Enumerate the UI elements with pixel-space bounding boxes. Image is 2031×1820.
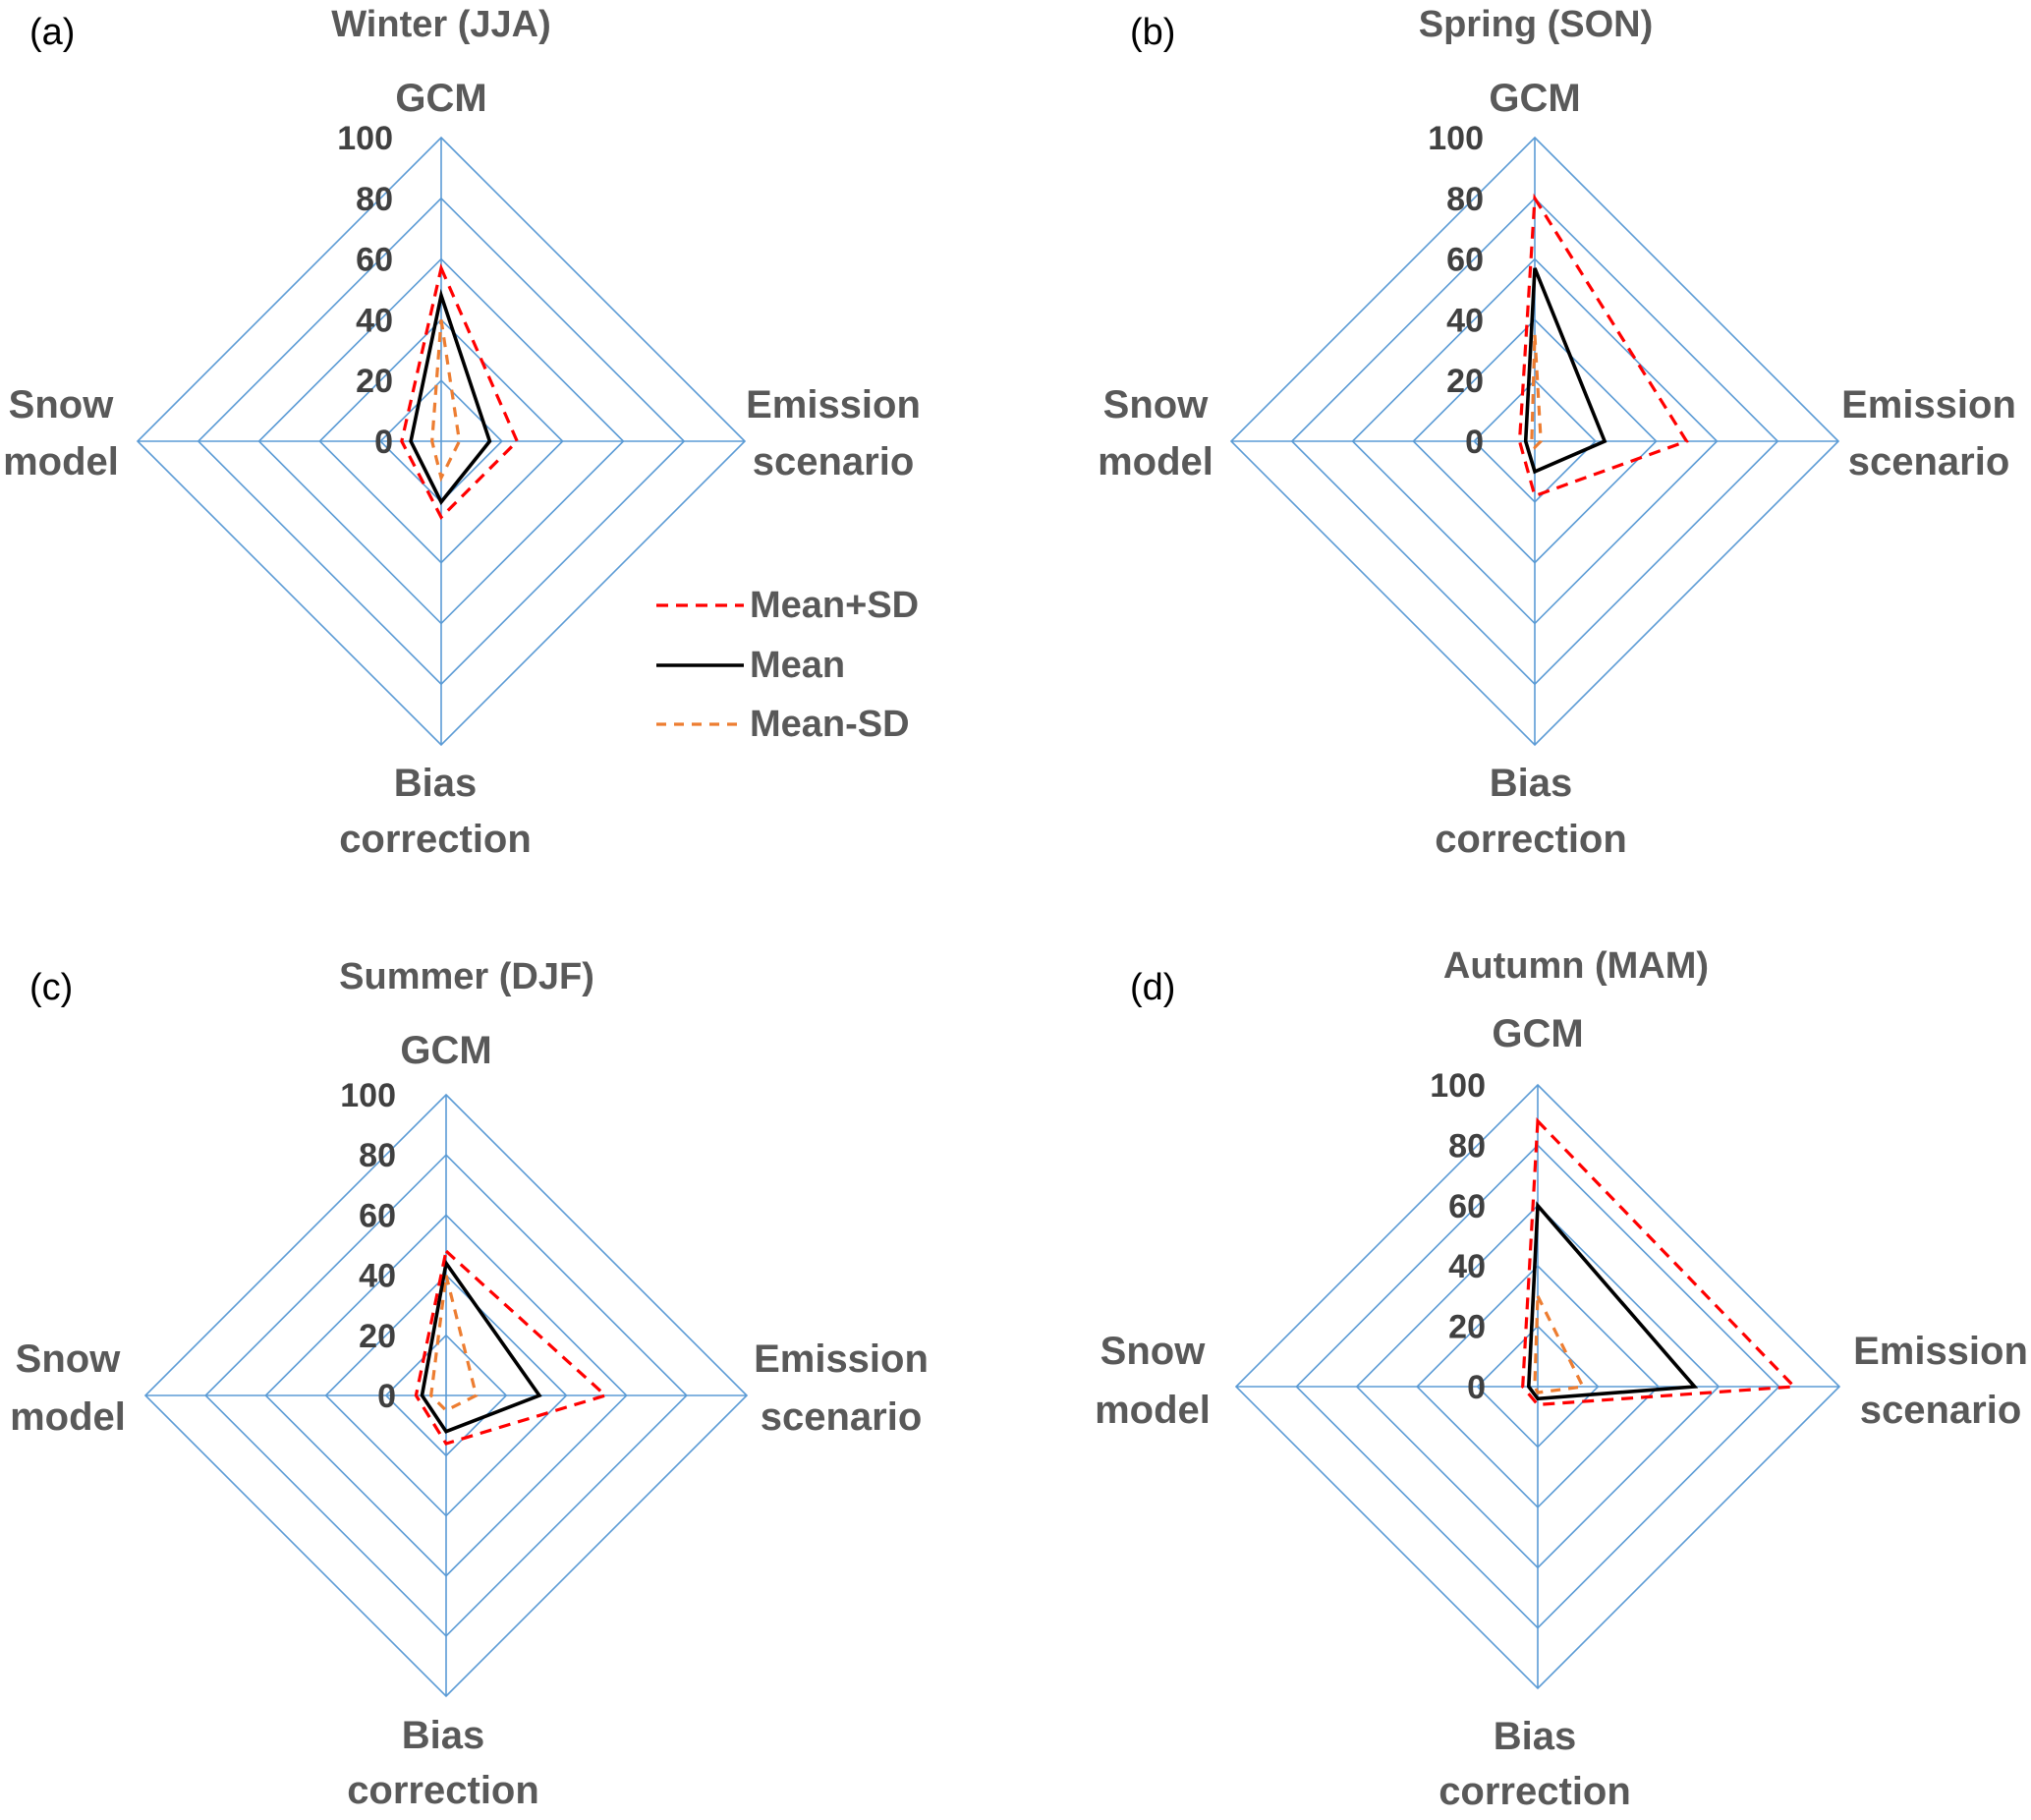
axis-label-bias-correction: Bias correction (1439, 1715, 1631, 1813)
axis-label-snow-model-line2: model (1098, 440, 1213, 483)
tick-label: 60 (1446, 242, 1484, 279)
tick-label: 0 (1467, 1369, 1486, 1406)
axis-label-emission-scenario-line2: scenario (753, 440, 915, 483)
tick-label: 40 (1446, 302, 1484, 339)
axis-label-bias-correction-line2: correction (1435, 818, 1627, 861)
series-mean (409, 288, 492, 506)
series-mean-sd (1517, 193, 1689, 498)
tick-label: 20 (356, 363, 393, 400)
tick-label: 20 (359, 1318, 396, 1355)
axis-label-gcm: GCM (400, 1029, 491, 1072)
axis-label-emission-scenario: Emission scenario (754, 1337, 929, 1439)
axis-label-snow-model: Snow model (3, 383, 119, 483)
axis-label-snow-model-line2: model (1095, 1389, 1211, 1432)
axis-label-bias-correction-line2: correction (339, 818, 532, 861)
axis-label-snow-model: Snow model (10, 1337, 126, 1439)
axis-label-emission-scenario: Emission scenario (1853, 1330, 2028, 1432)
legend-label: Mean+SD (750, 585, 919, 626)
tick-label: 80 (356, 181, 393, 218)
tick-label: 60 (1448, 1188, 1486, 1225)
axis-label-bias-correction-line1: Bias (394, 762, 478, 805)
series-mean-sd (400, 262, 520, 520)
tick-label: 20 (1446, 363, 1484, 400)
tick-label: 0 (1465, 424, 1484, 461)
tick-label: 80 (1446, 181, 1484, 218)
axis-label-emission-scenario-line2: scenario (1860, 1389, 2022, 1432)
panel-letter: (d) (1130, 967, 1175, 1008)
series-mean-sd (414, 1248, 609, 1446)
axis-label-bias-correction-line1: Bias (1494, 1715, 1577, 1758)
axis-label-gcm: GCM (1492, 1012, 1583, 1055)
tick-label: 60 (359, 1197, 396, 1234)
axis-label-bias-correction: Bias correction (347, 1714, 539, 1812)
panel-letter: (a) (29, 12, 75, 53)
panel-title: Autumn (MAM) (1443, 945, 1709, 987)
series-mean (1523, 267, 1608, 475)
axis-label-emission-scenario: Emission scenario (746, 383, 921, 483)
axis-label-snow-model-line1: Snow (1100, 1330, 1207, 1373)
axis-label-emission-scenario-line1: Emission (754, 1337, 929, 1381)
axis-label-emission-scenario-line2: scenario (761, 1395, 923, 1439)
panel-letter: (c) (29, 967, 73, 1008)
legend-label: Mean (750, 645, 845, 686)
panel-title: Summer (DJF) (339, 956, 594, 997)
series-mean-sd (430, 319, 462, 483)
series-mean-sd (1530, 334, 1543, 450)
axis-label-emission-scenario-line1: Emission (1841, 383, 2016, 427)
panel-title: Winter (JJA) (331, 4, 550, 45)
axis-label-snow-model: Snow model (1095, 1330, 1211, 1432)
axis-label-emission-scenario: Emission scenario (1841, 383, 2016, 483)
tick-label: 0 (377, 1378, 396, 1415)
tick-label: 100 (337, 120, 393, 157)
tick-label: 40 (359, 1258, 396, 1295)
legend-label: Mean-SD (750, 704, 910, 745)
series-mean (1526, 1201, 1699, 1401)
axis-label-emission-scenario-line1: Emission (746, 383, 921, 427)
tick-label: 40 (1448, 1248, 1486, 1285)
axis-label-snow-model-line2: model (3, 440, 119, 483)
tick-label: 80 (1448, 1127, 1486, 1165)
axis-label-snow-model-line1: Snow (1103, 383, 1210, 427)
tick-label: 60 (356, 242, 393, 279)
panel-title: Spring (SON) (1419, 4, 1654, 45)
tick-label: 100 (1430, 1067, 1486, 1105)
axis-label-gcm: GCM (1489, 77, 1580, 120)
axis-label-bias-correction-line2: correction (347, 1769, 539, 1812)
series-mean-sd (429, 1275, 479, 1413)
series-mean-sd (1533, 1295, 1586, 1394)
axis-label-gcm: GCM (395, 77, 486, 120)
axis-label-snow-model-line1: Snow (16, 1337, 122, 1381)
axis-label-bias-correction: Bias correction (339, 762, 532, 861)
axis-label-bias-correction-line2: correction (1439, 1770, 1631, 1813)
axis-label-snow-model: Snow model (1098, 383, 1213, 483)
axis-label-snow-model-line2: model (10, 1395, 126, 1439)
tick-label: 0 (374, 424, 393, 461)
tick-label: 20 (1448, 1309, 1486, 1346)
axis-label-emission-scenario-line2: scenario (1848, 440, 2010, 483)
tick-label: 40 (356, 302, 393, 339)
axis-label-emission-scenario-line1: Emission (1853, 1330, 2028, 1373)
panel-letter: (b) (1130, 12, 1175, 53)
tick-label: 100 (1428, 120, 1484, 157)
tick-label: 80 (359, 1137, 396, 1174)
tick-label: 100 (340, 1077, 396, 1114)
axis-label-bias-correction-line1: Bias (1490, 762, 1573, 805)
series-mean (420, 1258, 542, 1434)
axis-label-bias-correction: Bias correction (1435, 762, 1627, 861)
series-mean-sd (1521, 1117, 1798, 1407)
axis-label-bias-correction-line1: Bias (402, 1714, 485, 1757)
axis-label-snow-model-line1: Snow (9, 383, 115, 427)
